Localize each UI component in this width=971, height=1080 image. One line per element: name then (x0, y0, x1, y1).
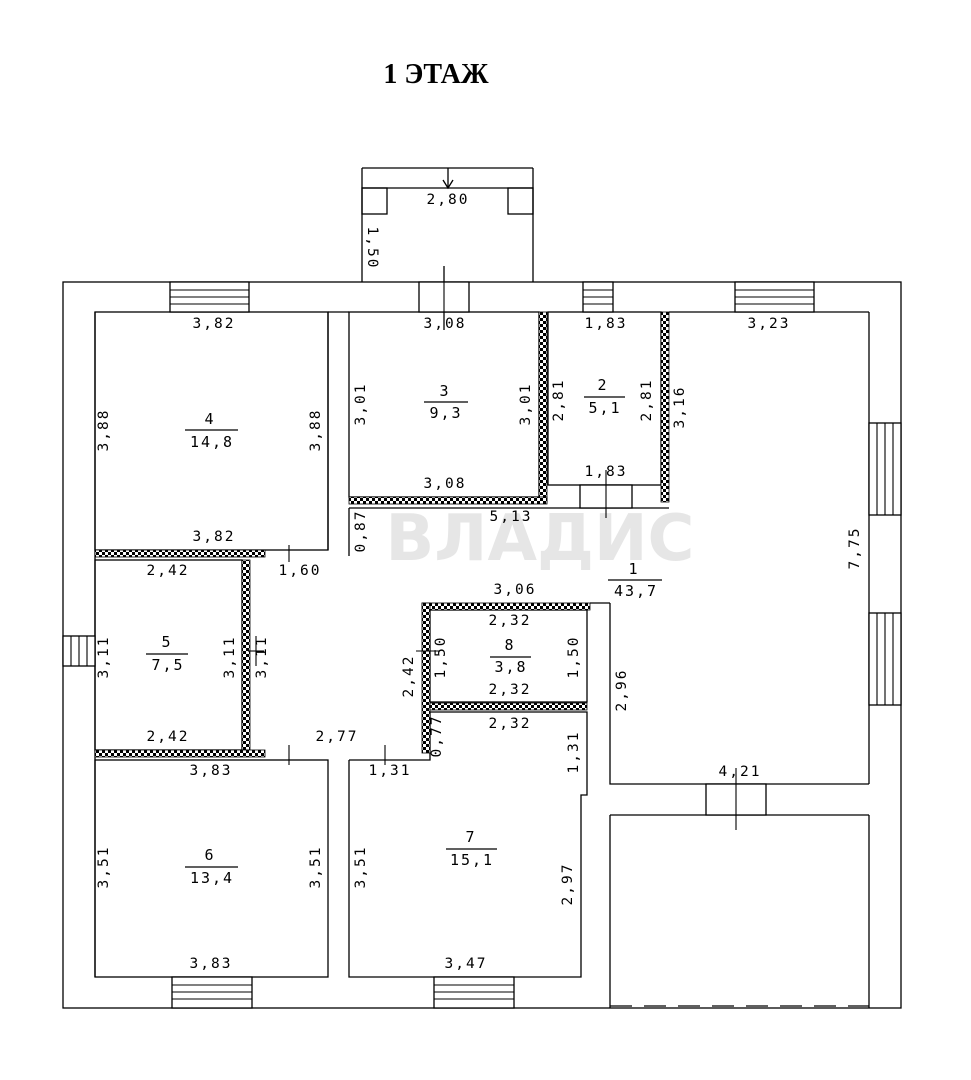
dim-r7-131b: 1,31 (566, 731, 582, 774)
room-label-1: 1 43,7 (608, 560, 662, 600)
door-room2 (579, 470, 633, 518)
door-annex (705, 768, 767, 830)
room-number: 6 (204, 846, 215, 864)
room-area: 14,8 (190, 433, 234, 451)
dim-r3-top: 3,08 (424, 316, 467, 332)
dim-r1-077: 0,77 (429, 715, 445, 758)
dim-r1-277: 2,77 (316, 729, 359, 745)
room-area: 7,5 (151, 656, 184, 674)
dim-r2-left: 2,81 (551, 379, 567, 422)
windows (62, 281, 902, 1009)
porch (361, 167, 534, 330)
room-number: 8 (504, 636, 515, 654)
dimension-labels: 2,80 1,50 3,82 3,88 3,88 3,82 3,08 3,01 … (96, 192, 863, 972)
room-number: 1 (628, 560, 639, 578)
room-area: 3,8 (494, 658, 527, 676)
dim-r2-top: 1,83 (585, 316, 628, 332)
room-number: 4 (204, 410, 215, 428)
room-number: 7 (465, 828, 476, 846)
dim-r1-296: 2,96 (614, 669, 630, 712)
room-number: 3 (439, 382, 450, 400)
dim-porch-width: 2,80 (427, 192, 470, 208)
dim-r1-775: 7,75 (847, 527, 863, 570)
dim-r1-087: 0,87 (353, 510, 369, 553)
dim-r6-right: 3,51 (308, 846, 324, 889)
door-room5 (248, 636, 264, 666)
dim-r2-right: 2,81 (639, 379, 655, 422)
room-label-8: 8 3,8 (490, 636, 531, 676)
dim-r4-bottom: 3,82 (193, 529, 236, 545)
room-label-2: 2 5,1 (584, 376, 625, 417)
dim-r5-left: 3,11 (96, 636, 112, 679)
room-area: 13,4 (190, 869, 234, 887)
room-number: 2 (597, 376, 608, 394)
dim-r4-top: 3,82 (193, 316, 236, 332)
window-right-1 (868, 422, 902, 516)
room-area: 9,3 (429, 404, 462, 422)
window-top-3 (582, 281, 614, 313)
room-label-4: 4 14,8 (185, 410, 238, 451)
dim-r1-160: 1,60 (279, 563, 322, 579)
dim-r7-131a: 1,31 (369, 763, 412, 779)
dim-r3-right: 3,01 (518, 383, 534, 426)
dim-r1-421: 4,21 (719, 764, 762, 780)
dim-r1-306: 3,06 (494, 582, 537, 598)
window-top-4 (734, 281, 815, 313)
dim-r1-top: 3,23 (748, 316, 791, 332)
annex (609, 814, 869, 1008)
window-bottom-2 (433, 976, 515, 1009)
dim-r4-left: 3,88 (96, 409, 112, 452)
dim-r8-right: 1,50 (566, 636, 582, 679)
dim-r3-bottom: 3,08 (424, 476, 467, 492)
room-5 (94, 559, 243, 751)
plan-title: 1 ЭТАЖ (383, 59, 488, 90)
window-bottom-1 (171, 976, 253, 1009)
dim-r1-513: 5,13 (490, 509, 533, 525)
dim-r7-top: 2,32 (489, 716, 532, 732)
room-area: 43,7 (614, 582, 658, 600)
dim-r5-right: 3,11 (222, 636, 238, 679)
dim-r5-top: 2,42 (147, 563, 190, 579)
room-labels: 4 14,8 3 9,3 2 5,1 1 43,7 5 7,5 8 3,8 (146, 376, 662, 887)
dim-r7-left: 3,51 (353, 846, 369, 889)
watermark: ВЛАДИС (386, 502, 695, 576)
dim-r2-bottom: 1,83 (585, 464, 628, 480)
partition-walls (94, 311, 670, 758)
dim-r7-bottom: 3,47 (445, 956, 488, 972)
dim-r8-top: 2,32 (489, 613, 532, 629)
window-right-2 (868, 612, 902, 706)
dim-r4-right: 3,88 (308, 409, 324, 452)
room-label-3: 3 9,3 (424, 382, 468, 422)
dim-r6-left: 3,51 (96, 846, 112, 889)
dim-r5-bottom: 2,42 (147, 729, 190, 745)
window-top-1 (169, 281, 250, 313)
dim-r1-242: 2,42 (401, 655, 417, 698)
dim-porch-depth: 1,50 (364, 227, 380, 270)
dim-r8-bottom: 2,32 (489, 682, 532, 698)
room-area: 5,1 (588, 399, 621, 417)
outer-walls (62, 281, 902, 1009)
dim-r7-right: 2,97 (560, 863, 576, 906)
dim-r1-316: 3,16 (672, 386, 688, 429)
room-area: 15,1 (450, 851, 494, 869)
room-number: 5 (161, 633, 172, 651)
dim-r5-right2: 3,11 (254, 636, 270, 679)
dim-r3-left: 3,01 (353, 383, 369, 426)
dim-r6-bottom: 3,83 (190, 956, 233, 972)
room-label-6: 6 13,4 (185, 846, 238, 887)
room-label-5: 5 7,5 (146, 633, 188, 674)
dim-r6-top: 3,83 (190, 763, 233, 779)
window-left-1 (62, 635, 96, 667)
room-label-7: 7 15,1 (446, 828, 497, 869)
window-top-2 (418, 281, 470, 313)
dim-r8-left: 1,50 (433, 636, 449, 679)
